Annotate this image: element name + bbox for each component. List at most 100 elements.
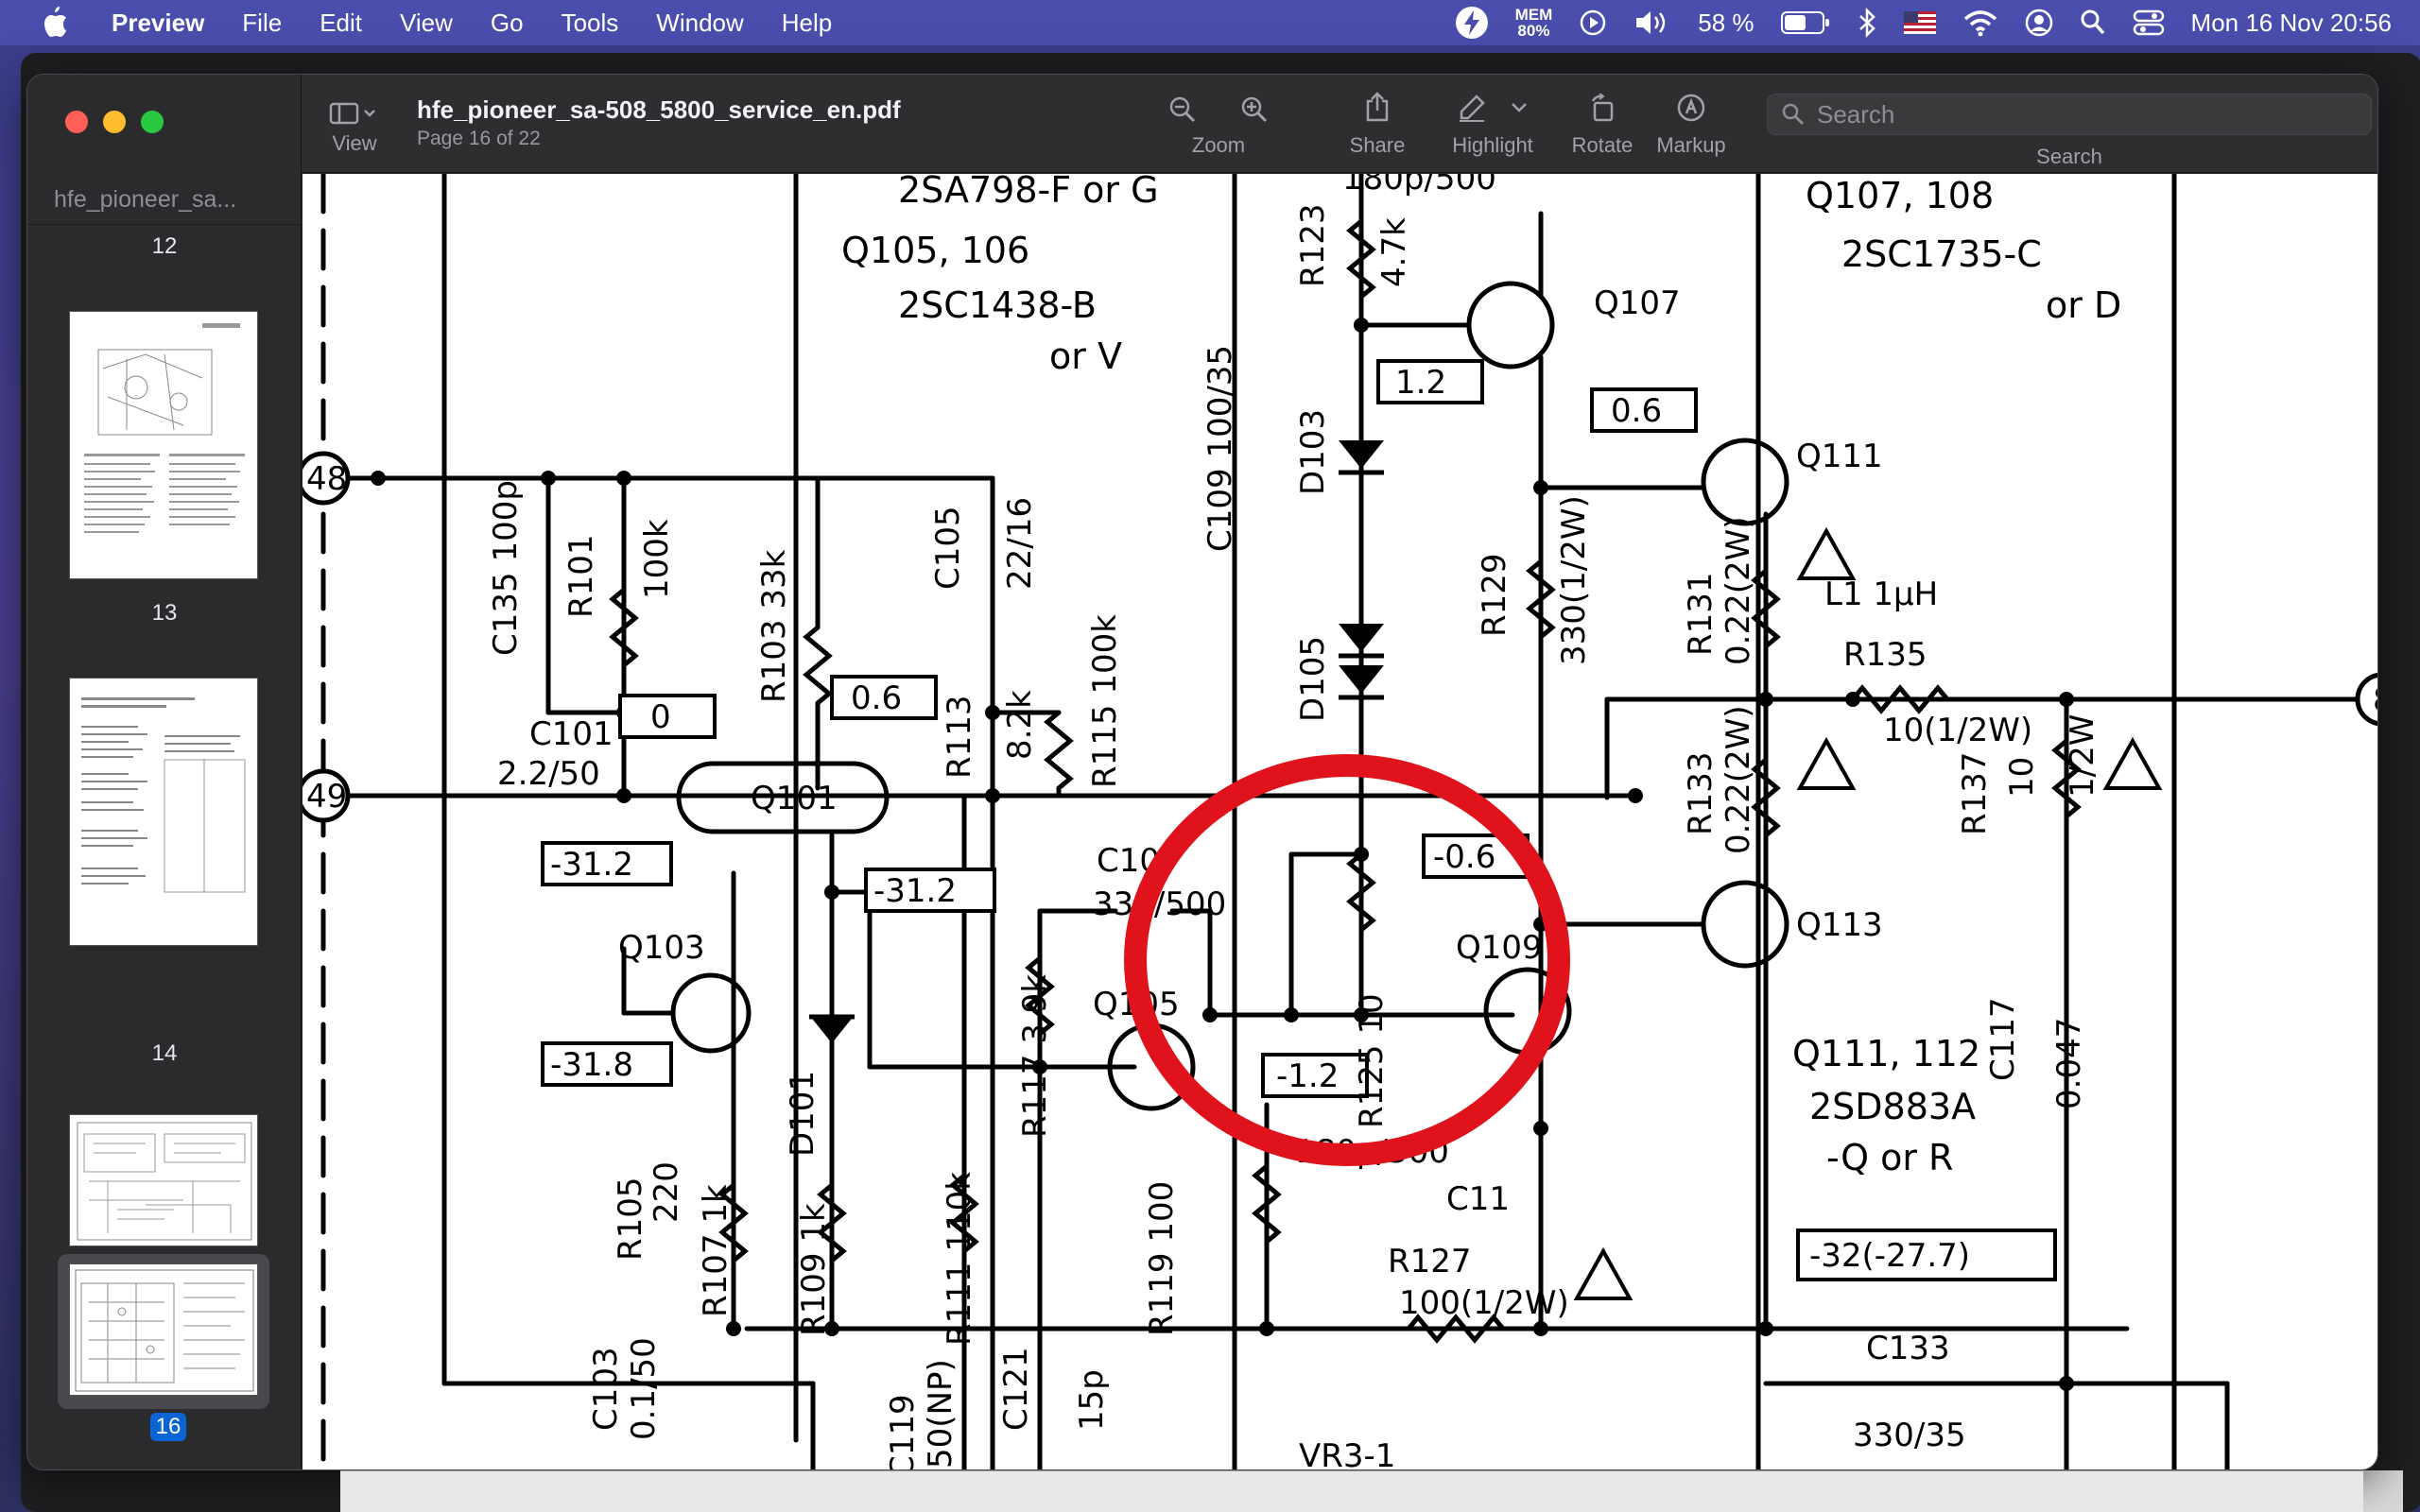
label-r107: R107 1k bbox=[697, 1184, 735, 1317]
label-r123-val: 4.7k bbox=[1375, 217, 1413, 287]
control-center-icon[interactable] bbox=[2133, 9, 2165, 37]
label-c109: C109 100/35 bbox=[1201, 345, 1239, 552]
label-r137: R137 bbox=[1956, 751, 1994, 835]
user-icon[interactable] bbox=[2025, 9, 2053, 37]
schematic-diagram: 48 49 8 1.2 bbox=[302, 174, 2377, 1469]
zoom-out-icon[interactable] bbox=[1168, 95, 1197, 124]
label-c117-val: 0.047 bbox=[2050, 1018, 2088, 1109]
apple-icon[interactable] bbox=[38, 4, 70, 42]
label-c101-val: 2.2/50 bbox=[497, 755, 600, 793]
wifi-icon[interactable] bbox=[1962, 9, 1998, 37]
voltage-0-6-b: 0.6 bbox=[851, 679, 902, 717]
highlighter-icon bbox=[1460, 94, 1485, 122]
label-r101: R101 bbox=[562, 534, 600, 618]
menu-tools[interactable]: Tools bbox=[561, 8, 619, 37]
view-button[interactable]: View bbox=[326, 101, 383, 156]
page-thumbnail-15[interactable] bbox=[69, 1114, 258, 1246]
zoom-in-icon[interactable] bbox=[1240, 95, 1269, 124]
battery-icon[interactable] bbox=[1780, 10, 1830, 35]
label-r129-val: 330(1/2W) bbox=[1555, 495, 1593, 665]
search-input[interactable] bbox=[1817, 99, 2346, 129]
document-page[interactable]: 48 49 8 1.2 bbox=[302, 174, 2377, 1469]
label-r123: R123 bbox=[1294, 203, 1332, 287]
menu-app-preview[interactable]: Preview bbox=[112, 8, 205, 37]
menu-edit[interactable]: Edit bbox=[320, 8, 363, 37]
markup-icon bbox=[1677, 94, 1705, 122]
label-r127-val: 100(1/2W) bbox=[1399, 1284, 1569, 1322]
battery-percent[interactable]: 58 % bbox=[1698, 8, 1754, 37]
label-r131-val: 0.22(2W) bbox=[1720, 517, 1757, 665]
label-d103: D103 bbox=[1294, 409, 1332, 495]
search-label: Search bbox=[2036, 145, 2102, 168]
menu-file[interactable]: File bbox=[242, 8, 283, 37]
label-r117: R117 3.9k bbox=[1016, 974, 1054, 1138]
window-minimize-button[interactable] bbox=[103, 111, 126, 133]
label-q105-type: 2SA798-F or G bbox=[898, 174, 1159, 211]
label-c121-val: 15p bbox=[1073, 1369, 1111, 1431]
share-button[interactable]: Share bbox=[1340, 92, 1415, 158]
rotate-icon bbox=[1591, 94, 1614, 122]
zoom-group: Zoom bbox=[1162, 95, 1275, 158]
label-q107: Q107 bbox=[1594, 284, 1681, 322]
menu-help[interactable]: Help bbox=[781, 8, 833, 37]
search-icon bbox=[1782, 103, 1805, 126]
thumb-label-12[interactable]: 12 bbox=[151, 233, 178, 259]
label-r113: R113 bbox=[941, 695, 978, 779]
thumbnail-sidebar: hfe_pioneer_sa... 12 bbox=[27, 75, 302, 1469]
highlight-label: Highlight bbox=[1452, 133, 1533, 157]
voltage-m32: -32(-27.7) bbox=[1809, 1237, 1970, 1275]
label-q105-alt: 2SC1438-B bbox=[898, 284, 1097, 326]
window-close-button[interactable] bbox=[65, 111, 88, 133]
search-field[interactable] bbox=[1767, 94, 2372, 135]
label-c103-val: 0.1/50 bbox=[625, 1337, 663, 1440]
thumb-label-14[interactable]: 14 bbox=[151, 1040, 178, 1066]
label-r111: R111 110k bbox=[941, 1172, 978, 1346]
play-icon[interactable] bbox=[1579, 9, 1607, 37]
voltage-0-6-a: 0.6 bbox=[1611, 392, 1662, 430]
markup-button[interactable]: Markup bbox=[1644, 94, 1738, 158]
clock-datetime[interactable]: Mon 16 Nov 20:56 bbox=[2190, 8, 2392, 37]
label-q109: Q109 bbox=[1456, 929, 1543, 967]
label-r137-w: 1/2W bbox=[2064, 714, 2101, 798]
bolt-icon[interactable] bbox=[1455, 6, 1489, 40]
markup-label: Markup bbox=[1656, 133, 1726, 157]
label-q103: Q103 bbox=[618, 929, 705, 967]
label-q107-id: Q107, 108 bbox=[1806, 175, 1994, 216]
chevron-down-icon[interactable] bbox=[1511, 102, 1528, 113]
rotate-button[interactable]: Rotate bbox=[1564, 94, 1640, 158]
label-c119-val: 50(NP) bbox=[922, 1359, 959, 1469]
label-q111: Q111 bbox=[1796, 438, 1883, 475]
thumb-label-16[interactable]: 16 bbox=[150, 1413, 186, 1441]
window-fullscreen-button[interactable] bbox=[141, 111, 164, 133]
menu-view[interactable]: View bbox=[400, 8, 453, 37]
share-icon bbox=[1366, 92, 1389, 122]
volume-icon[interactable] bbox=[1634, 9, 1671, 37]
label-r105: R105 bbox=[612, 1177, 649, 1261]
label-r115: R115 100k bbox=[1086, 614, 1124, 788]
bluetooth-icon[interactable] bbox=[1857, 8, 1877, 38]
flag-us-icon[interactable] bbox=[1903, 11, 1936, 34]
label-c11x: C11 bbox=[1446, 1180, 1510, 1218]
label-r135: R135 bbox=[1843, 636, 1927, 674]
thumb-label-13[interactable]: 13 bbox=[151, 600, 178, 626]
spotlight-icon[interactable] bbox=[2080, 9, 2106, 37]
share-label: Share bbox=[1349, 133, 1406, 157]
page-thumbnail-13[interactable] bbox=[69, 311, 258, 579]
background-window-bottom bbox=[340, 1470, 2363, 1512]
label-r103: R103 33k bbox=[755, 549, 793, 703]
label-r125: R125 10 bbox=[1353, 993, 1391, 1128]
label-c105: C105 bbox=[929, 506, 967, 590]
label-r101-val: 100k bbox=[638, 519, 676, 599]
menu-window[interactable]: Window bbox=[656, 8, 744, 37]
highlight-button[interactable]: Highlight bbox=[1426, 94, 1559, 158]
toolbar: View hfe_pioneer_sa-508_5800_service_en.… bbox=[302, 75, 2377, 173]
sidebar-doc-title: hfe_pioneer_sa... bbox=[54, 186, 237, 213]
menu-go[interactable]: Go bbox=[490, 8, 524, 37]
label-d101: D101 bbox=[784, 1071, 821, 1157]
voltage-m31-2-a: -31.2 bbox=[550, 846, 633, 884]
page-thumbnail-16[interactable] bbox=[69, 1263, 258, 1396]
page-thumbnail-14[interactable] bbox=[69, 678, 258, 946]
label-l1: L1 1μH bbox=[1824, 576, 1938, 613]
label-r129: R129 bbox=[1476, 553, 1513, 637]
